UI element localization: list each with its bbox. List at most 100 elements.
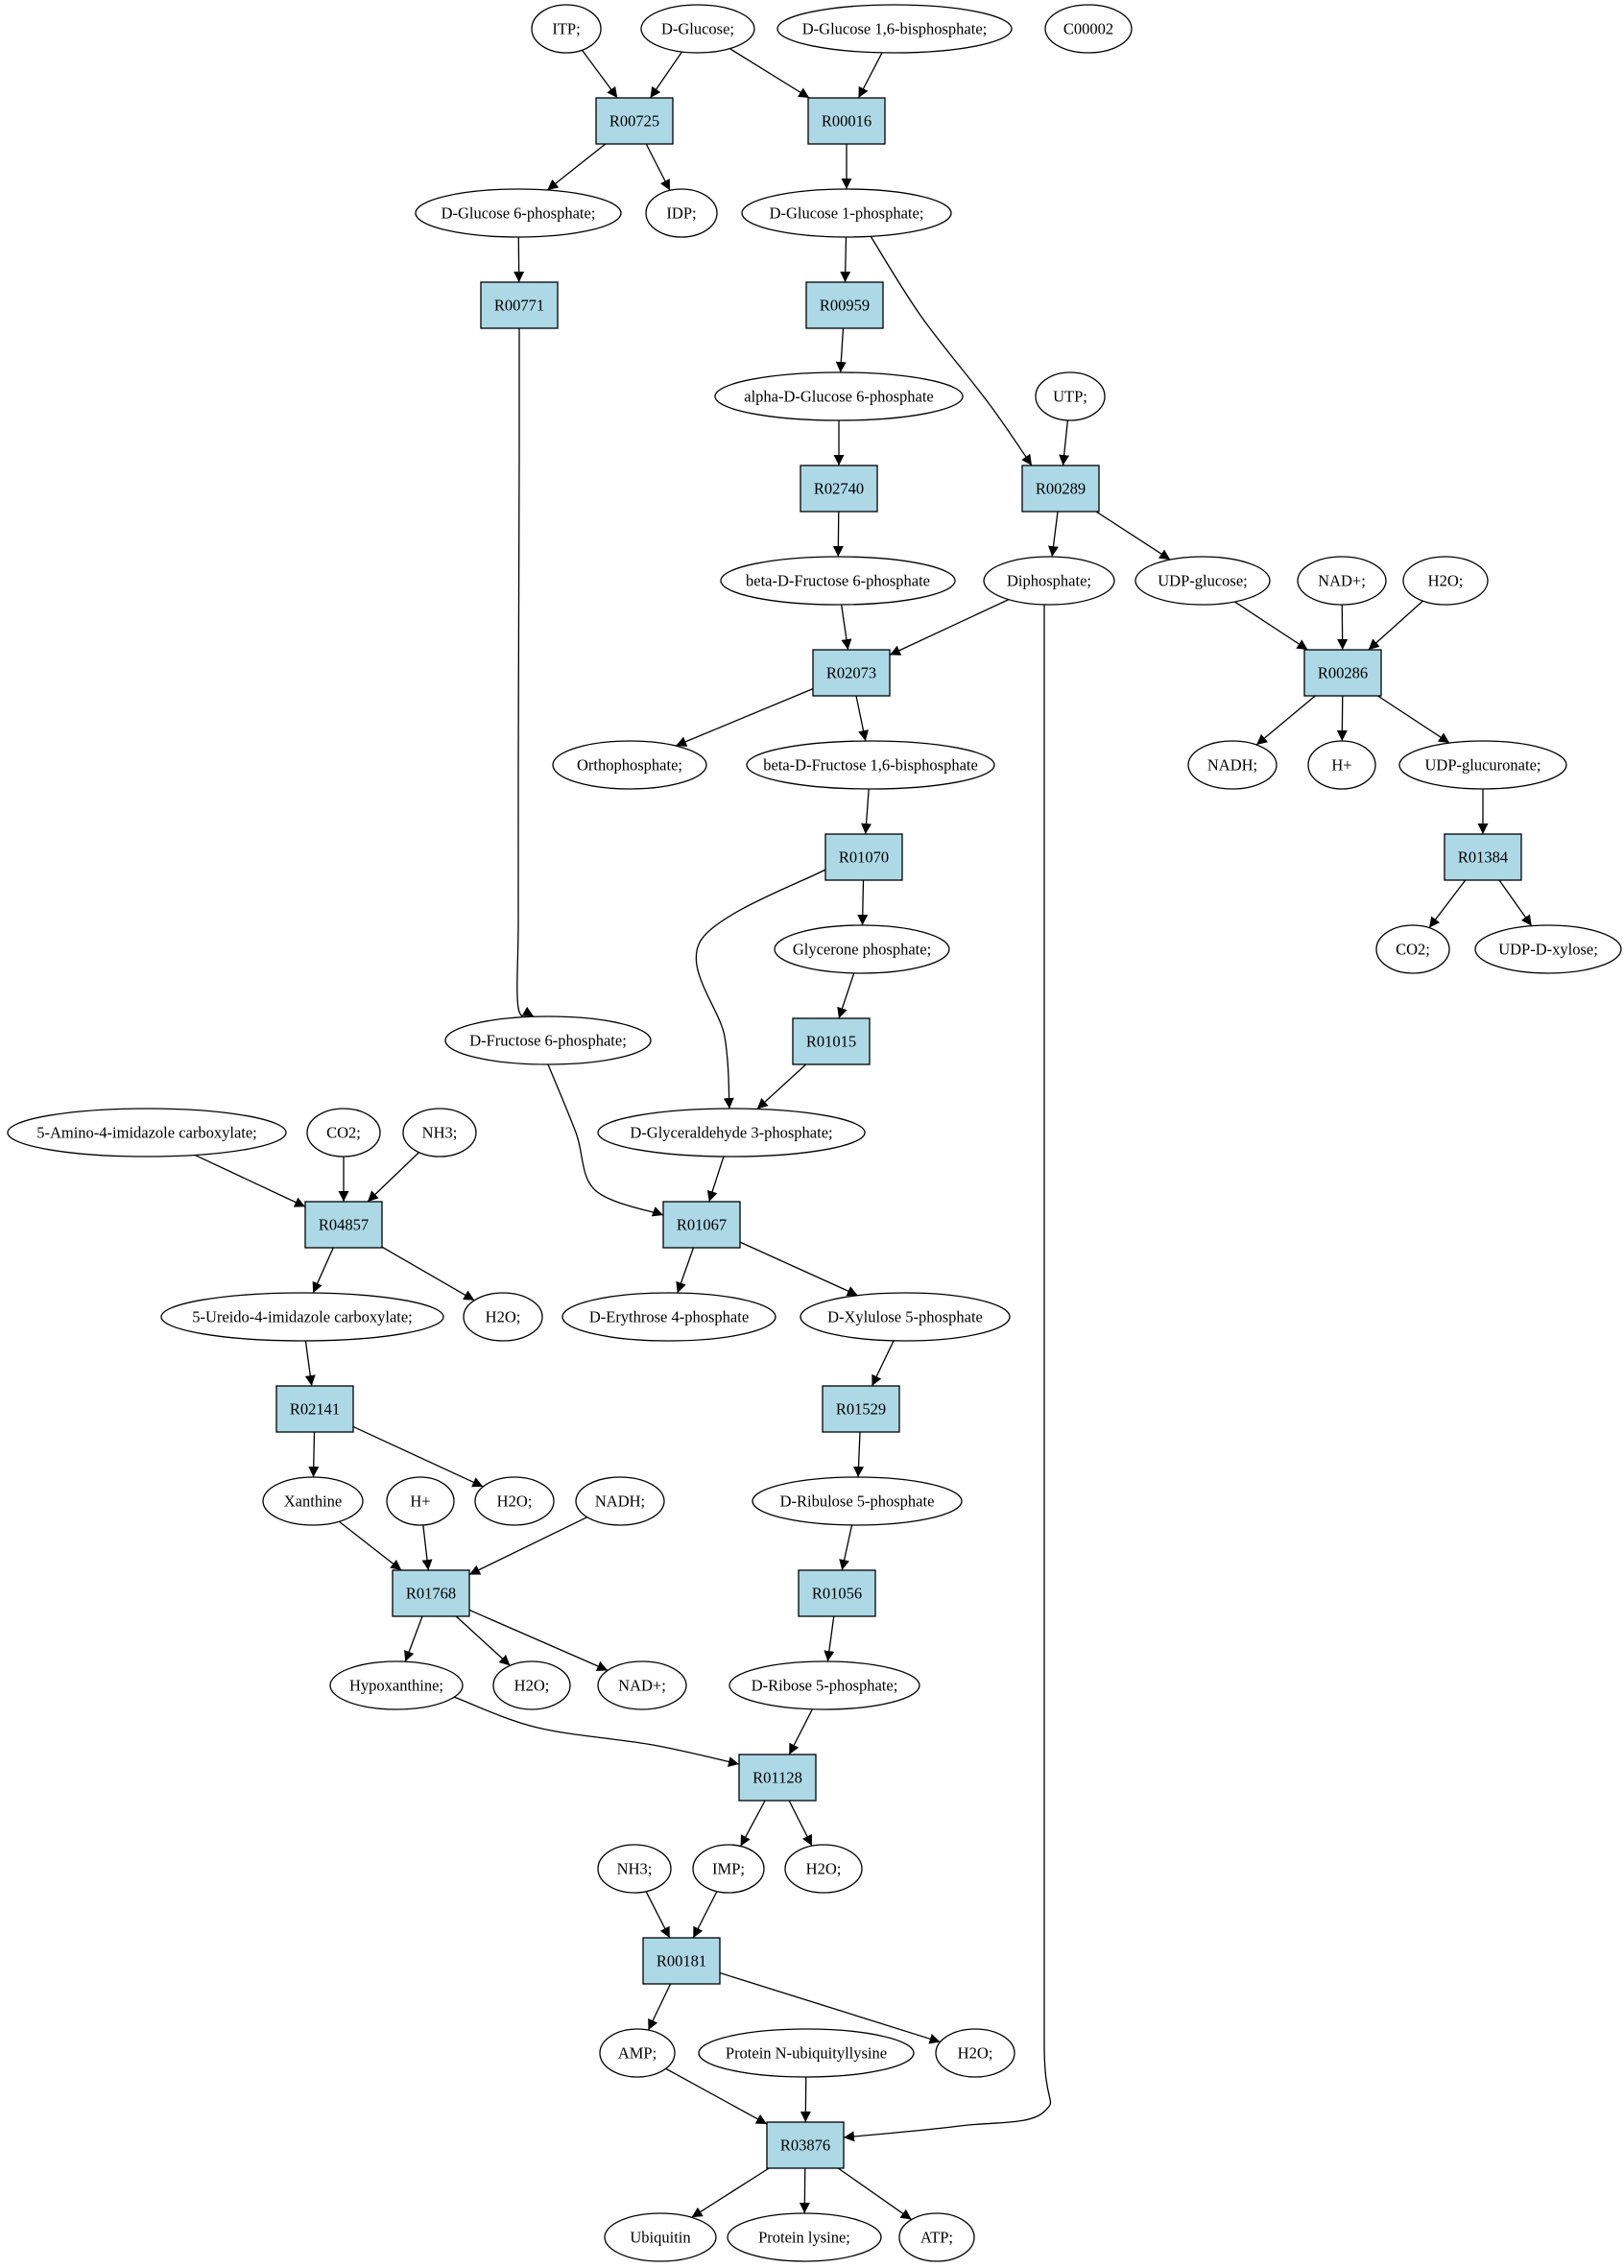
node-label: NADH; [1207,756,1257,775]
metabolite-node-dx5p: D-Xylulose 5-phosphate [800,1292,1011,1342]
metabolite-ellipse [640,4,755,54]
node-label: UDP-glucose; [1158,572,1248,590]
edge-r01070-to-dga3p [695,868,828,1110]
metabolite-node-co2_1: CO2; [1375,924,1450,974]
reaction-box [798,1569,876,1617]
metabolite-node-dg16bp: D-Glucose 1,6-bisphosphate; [776,4,1013,54]
edge-h2o1-to-r00286 [1368,600,1423,651]
edge-r00725-to-idp [645,143,671,191]
edge-r01768-to-h2o4 [455,1615,511,1666]
reaction-box [1021,465,1100,513]
node-label: D-Fructose 6-phosphate; [469,1032,627,1050]
metabolite-ellipse [1187,740,1278,790]
metabolite-node-dg6p: D-Glucose 6-phosphate; [415,188,622,238]
reaction-node-r04857: R04857 [304,1201,383,1249]
metabolite-node-nadp1: NAD+; [1297,556,1387,606]
node-label: UDP-D-xylose; [1498,941,1598,959]
node-label: Glycerone phosphate; [793,941,931,959]
edge-imp-to-r00181 [692,1891,718,1939]
edge-r03876-to-atp [837,2167,913,2221]
node-label: R01128 [752,1769,802,1787]
node-label: NADH; [595,1492,645,1511]
reaction-node-r03876: R03876 [766,2121,845,2169]
metabolite-node-h2o4: H2O; [492,1660,571,1710]
node-label: alpha-D-Glucose 6-phosphate [744,388,933,406]
reaction-box [595,97,674,145]
edge-r02141-to-h2o3 [352,1425,484,1488]
metabolite-ellipse [1044,4,1133,54]
reaction-node-r00771: R00771 [480,281,559,329]
node-label: ATP; [920,2229,953,2247]
reaction-node-r02073: R02073 [812,649,891,697]
metabolite-node-atp: ATP; [898,2212,975,2262]
metabolite-ellipse [415,188,622,238]
node-label: D-Glucose 1-phosphate; [770,204,924,223]
metabolite-ellipse [604,2212,717,2262]
edge-r01070-to-glyceronep [857,879,869,926]
edge-dg1p-to-r00289 [870,235,1033,466]
reaction-node-r01015: R01015 [792,1017,871,1065]
metabolite-ellipse [720,556,956,606]
edge-dglucose-to-r00016 [728,48,810,99]
metabolite-ellipse [645,188,718,238]
edge-diphosphate-to-r02073 [889,599,1010,656]
node-label: R00016 [822,112,872,131]
reaction-node-r01529: R01529 [822,1385,900,1433]
node-label: H+ [410,1492,430,1511]
metabolite-ellipse [1474,924,1622,974]
reaction-box [304,1201,383,1249]
reaction-box [800,465,878,513]
metabolite-ellipse [746,740,995,790]
metabolite-node-udpxylose: UDP-D-xylose; [1474,924,1622,974]
edge-r00771-to-df6p [516,327,535,1018]
node-label: R01067 [677,1216,727,1234]
metabolite-node-itp: ITP; [531,4,602,54]
reaction-node-r01070: R01070 [824,833,903,881]
node-label: UTP; [1053,388,1087,406]
metabolite-ellipse [692,1844,765,1894]
edge-dglucose-to-r00725 [649,51,683,99]
metabolite-node-h2o3: H2O; [474,1476,555,1526]
node-label: ITP; [552,20,580,38]
node-label: R01070 [839,848,889,867]
metabolite-node-nadh1: NADH; [1187,740,1278,790]
metabolite-node-udpglucuronate: UDP-glucuronate; [1398,740,1567,790]
edge-r00181-to-h2o6 [719,1971,941,2044]
node-label: R02740 [814,480,864,498]
node-label: beta-D-Fructose 1,6-bisphosphate [763,756,978,775]
metabolite-node-nadp2: NAD+; [597,1660,687,1710]
metabolite-ellipse [1402,556,1489,606]
metabolite-node-dga3p: D-Glyceraldehyde 3-phosphate; [597,1108,866,1158]
metabolite-node-aica: 5-Amino-4-imidazole carboxylate; [7,1108,287,1158]
node-label: D-Erythrose 4-phosphate [589,1308,749,1326]
node-label: R02073 [826,664,876,682]
metabolite-ellipse [935,2028,1015,2078]
metabolite-ellipse [741,188,952,238]
node-label: R01056 [812,1585,862,1603]
metabolite-ellipse [552,740,707,790]
node-label: R04857 [319,1216,369,1234]
node-label: Orthophosphate; [577,756,682,775]
node-label: C00002 [1063,20,1113,38]
edge-r01768-to-nadp2 [468,1609,609,1671]
metabolite-node-xanthine: Xanthine [262,1476,364,1526]
metabolite-ellipse [597,1660,687,1710]
metabolite-ellipse [444,1015,652,1065]
metabolite-node-de4p: D-Erythrose 4-phosphate [561,1292,776,1342]
node-label: R02141 [290,1400,340,1419]
metabolite-node-dg1p: D-Glucose 1-phosphate; [741,188,952,238]
metabolite-ellipse [531,4,602,54]
metabolite-node-idp: IDP; [645,188,718,238]
node-label: H2O; [497,1492,533,1511]
edge-r00959-to-adg6p [835,327,847,373]
node-label: R01768 [406,1585,456,1603]
metabolite-ellipse [698,2028,915,2078]
edge-aica-to-r04857 [194,1154,306,1207]
metabolite-node-proteinlysine: Protein lysine; [727,2212,882,2262]
reaction-box [824,833,903,881]
metabolite-node-bdf16bp: beta-D-Fructose 1,6-bisphosphate [746,740,995,790]
metabolite-node-df6p: D-Fructose 6-phosphate; [444,1015,652,1065]
node-label: R03876 [780,2137,830,2155]
metabolite-node-h2o1: H2O; [1402,556,1489,606]
